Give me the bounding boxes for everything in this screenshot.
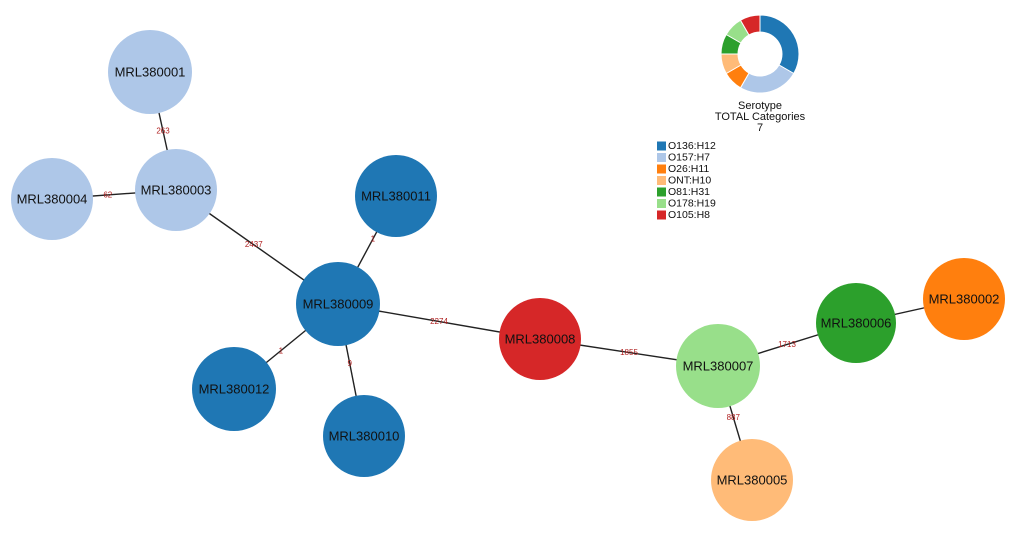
donut-slice-o157-h7 [739, 64, 795, 94]
legend-items: O136:H12O157:H7O26:H11ONT:H10O81:H31O178… [657, 140, 716, 221]
node-label: MRL380012 [199, 382, 270, 397]
legend-swatch [657, 199, 666, 208]
node-label: MRL380004 [17, 192, 88, 207]
legend-item: O136:H12 [657, 140, 716, 152]
node-label: MRL380011 [361, 189, 431, 204]
node-circle[interactable] [711, 439, 793, 521]
node-label: MRL380009 [303, 297, 374, 312]
node-mrl380006[interactable]: MRL380006 [816, 283, 896, 363]
legend-label: O178:H19 [668, 198, 716, 210]
legend-swatch [657, 187, 666, 197]
legend-item: ONT:H10 [657, 175, 711, 187]
node-label: MRL380002 [929, 292, 1000, 307]
legend-count: 7 [757, 122, 763, 134]
legend-swatch [657, 176, 666, 185]
legend-swatch [657, 210, 666, 220]
node-mrl380012[interactable]: MRL380012 [192, 347, 276, 431]
legend-subtitle: TOTAL Categories [715, 111, 806, 123]
node-mrl380011[interactable]: MRL380011 [355, 155, 437, 237]
node-mrl380002[interactable]: MRL380002 [923, 258, 1005, 340]
node-label: MRL380001 [115, 65, 186, 80]
node-circle[interactable] [108, 30, 192, 114]
legend: Serotype TOTAL Categories 7 O136:H12O157… [657, 14, 806, 221]
edge-label: 9 [347, 359, 352, 368]
legend-label: O81:H31 [668, 186, 710, 198]
node-circle[interactable] [499, 298, 581, 380]
edge-label: 1713 [778, 340, 796, 349]
node-circle[interactable] [323, 395, 405, 477]
legend-item: O26:H11 [657, 163, 709, 175]
node-label: MRL380003 [141, 183, 212, 198]
node-circle[interactable] [923, 258, 1005, 340]
edge-label: 1855 [620, 348, 638, 357]
edge-label: 62 [103, 190, 112, 199]
edge-label: 263 [156, 127, 170, 136]
node-mrl380008[interactable]: MRL380008 [499, 298, 581, 380]
node-circle[interactable] [135, 149, 217, 231]
node-mrl380001[interactable]: MRL380001 [108, 30, 192, 114]
node-label: MRL380007 [683, 359, 754, 374]
legend-swatch [657, 141, 666, 151]
node-mrl380009[interactable]: MRL380009 [296, 262, 380, 346]
node-circle[interactable] [816, 283, 896, 363]
legend-label: O26:H11 [668, 163, 709, 175]
node-circle[interactable] [676, 324, 760, 408]
node-label: MRL380005 [717, 473, 788, 488]
node-mrl380005[interactable]: MRL380005 [711, 439, 793, 521]
legend-label: O136:H12 [668, 140, 716, 152]
legend-donut-chart [720, 14, 800, 94]
node-label: MRL380008 [505, 332, 576, 347]
edge-label: 1 [371, 235, 376, 244]
legend-item: O81:H31 [657, 186, 710, 198]
edge-label: 1 [279, 346, 284, 355]
edges-layer [51, 71, 965, 481]
edge-label: 887 [727, 413, 741, 422]
node-mrl380007[interactable]: MRL380007 [676, 324, 760, 408]
node-mrl380004[interactable]: MRL380004 [11, 158, 93, 240]
legend-title: Serotype [738, 100, 782, 112]
node-circle[interactable] [11, 158, 93, 240]
legend-label: O157:H7 [668, 152, 710, 164]
node-label: MRL380010 [329, 429, 400, 444]
node-label: MRL380006 [821, 316, 892, 331]
node-mrl380003[interactable]: MRL380003 [135, 149, 217, 231]
legend-label: O105:H8 [668, 209, 710, 221]
legend-swatch [657, 153, 666, 162]
edge-label: 2437 [245, 240, 263, 249]
node-circle[interactable] [355, 155, 437, 237]
legend-item: O157:H7 [657, 152, 710, 164]
legend-item: O178:H19 [657, 198, 716, 210]
node-mrl380010[interactable]: MRL380010 [323, 395, 405, 477]
donut-slice-o105-h8 [739, 14, 761, 36]
edge-label: 2274 [430, 317, 448, 326]
node-circle[interactable] [296, 262, 380, 346]
node-circle[interactable] [192, 347, 276, 431]
legend-item: O105:H8 [657, 209, 710, 221]
legend-label: ONT:H10 [668, 175, 711, 187]
legend-swatch [657, 164, 666, 174]
